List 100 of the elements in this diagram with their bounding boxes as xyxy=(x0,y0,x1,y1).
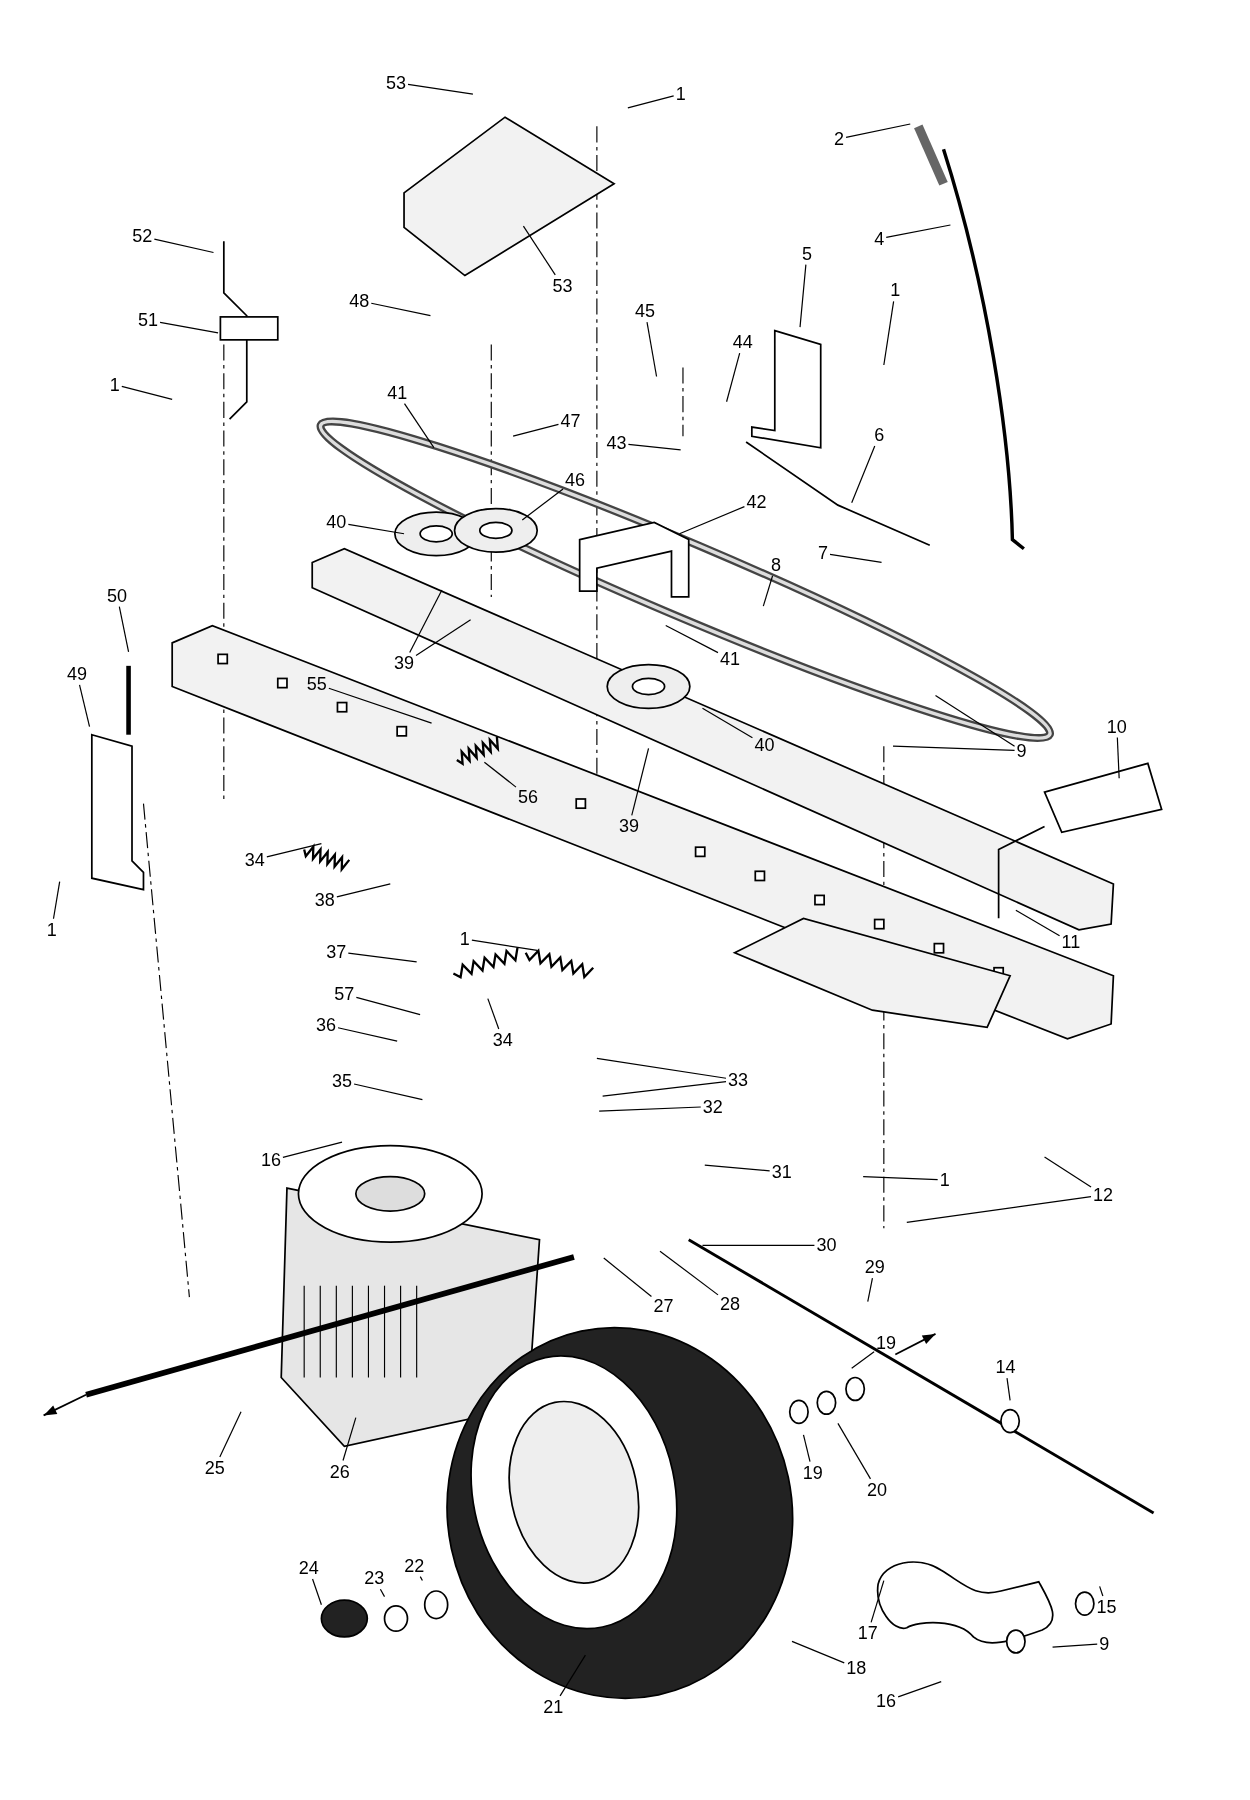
callout-number: 47 xyxy=(558,410,583,433)
callout-number: 2 xyxy=(832,127,847,150)
callout-number: 12 xyxy=(1091,1183,1116,1206)
leader-line xyxy=(892,745,1016,752)
leader-line xyxy=(665,624,719,654)
leader-line xyxy=(851,445,876,504)
callout-number: 41 xyxy=(385,381,410,404)
leader-line xyxy=(266,843,322,858)
callout-number: 1 xyxy=(937,1168,952,1191)
leader-line xyxy=(487,998,500,1030)
callout-number: 34 xyxy=(490,1028,515,1051)
leader-line xyxy=(867,1277,874,1303)
leader-line xyxy=(78,684,91,728)
leader-line xyxy=(791,1640,845,1664)
callout-number: 20 xyxy=(864,1478,889,1501)
leader-line xyxy=(1116,737,1120,779)
leader-line xyxy=(870,1580,885,1623)
leader-line xyxy=(1006,1377,1011,1401)
callout-number: 18 xyxy=(844,1656,869,1679)
callout-number: 29 xyxy=(862,1256,887,1279)
leader-line xyxy=(522,225,556,276)
leader-line xyxy=(627,95,675,109)
leader-line xyxy=(598,1106,702,1112)
callout-number: 15 xyxy=(1094,1595,1119,1618)
callout-number: 19 xyxy=(800,1461,825,1484)
leader-line xyxy=(419,1576,423,1582)
leader-line xyxy=(883,300,895,366)
callout-number: 40 xyxy=(324,511,349,534)
leader-line xyxy=(934,695,1016,747)
callout-number: 19 xyxy=(874,1331,899,1354)
callout-number: 5 xyxy=(799,242,814,265)
callout-number: 40 xyxy=(752,733,777,756)
callout-number: 53 xyxy=(384,71,408,94)
callout-number: 1 xyxy=(44,918,59,941)
callout-number: 42 xyxy=(744,490,769,513)
callout-number: 1 xyxy=(673,83,688,106)
callout-number: 8 xyxy=(768,553,783,576)
leader-line xyxy=(704,1164,771,1172)
leader-line xyxy=(370,302,432,317)
callout-number: 16 xyxy=(258,1149,283,1172)
callout-number: 24 xyxy=(296,1556,321,1579)
callout-number: 46 xyxy=(563,468,588,491)
callout-number: 45 xyxy=(633,300,658,323)
leader-line xyxy=(336,883,391,898)
callout-number: 31 xyxy=(769,1160,794,1183)
callout-number: 35 xyxy=(330,1070,355,1093)
callout-number: 27 xyxy=(651,1295,676,1318)
leader-line xyxy=(219,1411,242,1458)
leader-line xyxy=(118,606,130,653)
leader-line xyxy=(596,1057,727,1079)
leader-line xyxy=(646,321,658,378)
leader-line xyxy=(159,321,219,334)
callout-number: 44 xyxy=(730,331,755,354)
callout-number: 51 xyxy=(136,309,161,332)
callout-number: 26 xyxy=(327,1460,352,1483)
leader-line xyxy=(851,1351,875,1369)
callout-number: 14 xyxy=(993,1356,1018,1379)
callout-number: 34 xyxy=(242,848,267,871)
leader-line xyxy=(678,506,745,535)
leader-line xyxy=(1099,1585,1104,1597)
callout-number: 28 xyxy=(718,1292,743,1315)
leader-line xyxy=(829,553,883,564)
callout-number: 39 xyxy=(392,652,417,675)
callout-number: 22 xyxy=(402,1554,427,1577)
leader-line xyxy=(1043,1156,1092,1188)
callout-number: 30 xyxy=(814,1234,839,1257)
callout-number: 56 xyxy=(516,785,540,808)
leader-line xyxy=(415,619,472,657)
leader-line xyxy=(845,123,911,138)
callout-number: 16 xyxy=(874,1690,899,1713)
leader-line xyxy=(701,1244,815,1246)
leader-line xyxy=(403,402,435,449)
leader-line xyxy=(407,83,474,95)
leader-line xyxy=(512,423,560,437)
leader-line xyxy=(603,1257,652,1298)
leader-line xyxy=(282,1141,343,1158)
callout-number: 1 xyxy=(107,373,122,396)
callout-number: 48 xyxy=(347,289,372,312)
callout-number: 9 xyxy=(1097,1632,1112,1655)
leader-line xyxy=(897,1681,942,1698)
callout-number: 9 xyxy=(1014,739,1029,762)
callout-number: 41 xyxy=(718,647,743,670)
leader-line xyxy=(379,1588,386,1598)
callout-number: 32 xyxy=(700,1095,725,1118)
leader-line xyxy=(353,1083,423,1101)
leader-line xyxy=(342,1417,357,1462)
leader-line xyxy=(471,939,538,951)
leader-line xyxy=(701,707,754,739)
leader-line xyxy=(483,761,517,788)
callout-number: 39 xyxy=(617,815,642,838)
leader-line xyxy=(906,1196,1092,1224)
leader-line xyxy=(837,1422,872,1480)
leader-line xyxy=(153,238,215,254)
leader-line xyxy=(347,523,405,535)
leader-line xyxy=(726,352,741,403)
leader-line xyxy=(802,1434,811,1463)
leader-line xyxy=(521,488,564,521)
callout-number: 55 xyxy=(304,673,329,696)
leader-line xyxy=(311,1578,322,1606)
callout-number: 37 xyxy=(324,940,349,963)
